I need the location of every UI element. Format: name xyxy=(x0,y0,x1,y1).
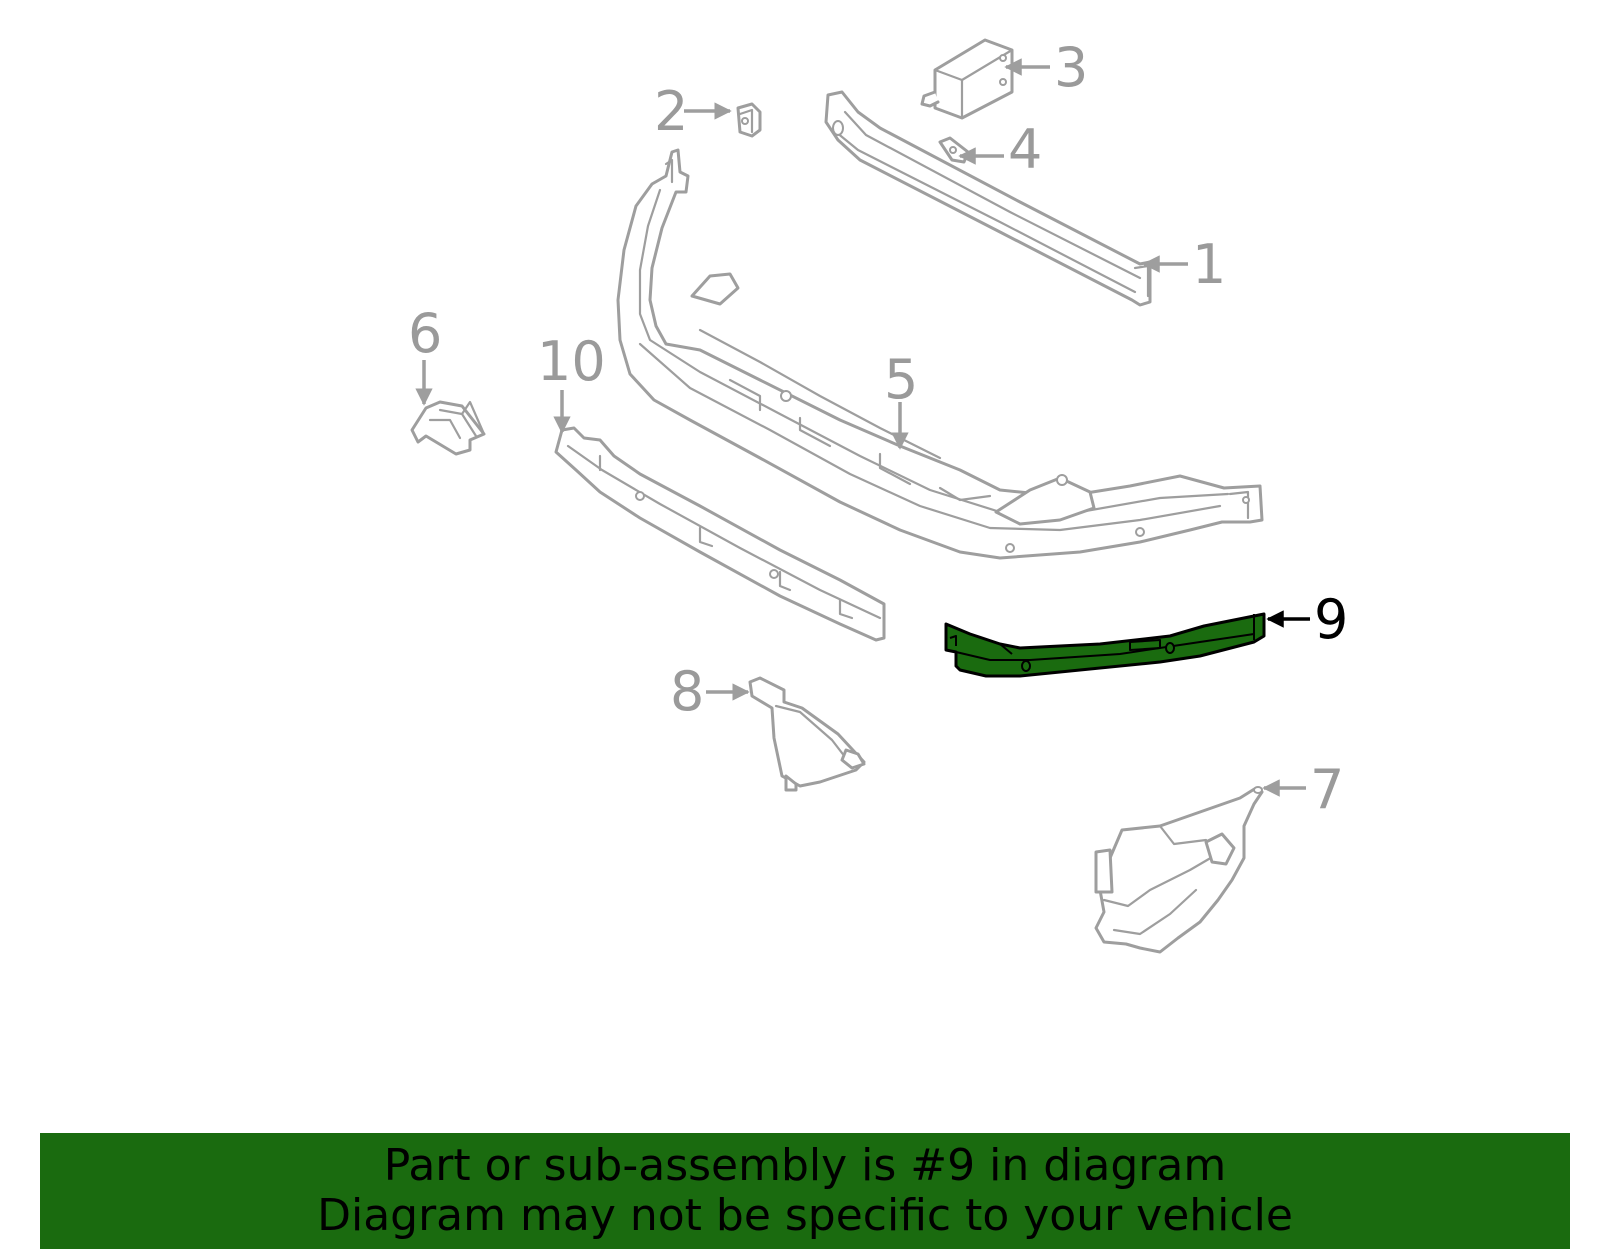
callout-4: 4 xyxy=(1008,118,1042,181)
callout-1: 1 xyxy=(1192,233,1226,296)
part-3-sensor[interactable] xyxy=(920,38,1014,120)
banner-line-part: Part or sub-assembly is #9 in diagram xyxy=(383,1140,1227,1191)
callout-7: 7 xyxy=(1310,758,1344,821)
part-6-bracket[interactable] xyxy=(410,400,486,456)
callout-10: 10 xyxy=(537,330,606,393)
part-2-clip[interactable] xyxy=(736,102,762,138)
leader-arrows xyxy=(415,58,1310,797)
callout-9: 9 xyxy=(1314,588,1348,651)
info-banner: Part or sub-assembly is #9 in diagram Di… xyxy=(40,1133,1570,1249)
callout-5: 5 xyxy=(884,348,918,411)
callout-2: 2 xyxy=(654,80,688,143)
callout-labels: 1 2 3 4 5 6 10 8 7 9 xyxy=(408,36,1348,821)
callout-8: 8 xyxy=(670,660,704,723)
part-4-bracket[interactable] xyxy=(938,136,970,164)
part-9-highlighted[interactable] xyxy=(944,612,1266,678)
callout-6: 6 xyxy=(408,302,442,365)
part-7-air-guide[interactable] xyxy=(1094,786,1264,954)
part-8-deflector[interactable] xyxy=(748,676,866,792)
part-1-reinforcement[interactable] xyxy=(824,90,1152,307)
callout-3: 3 xyxy=(1054,36,1088,99)
part-10-absorber[interactable] xyxy=(554,426,886,642)
part-5-absorber[interactable] xyxy=(616,148,1264,560)
banner-line-disclaimer: Diagram may not be specific to your vehi… xyxy=(317,1190,1293,1241)
